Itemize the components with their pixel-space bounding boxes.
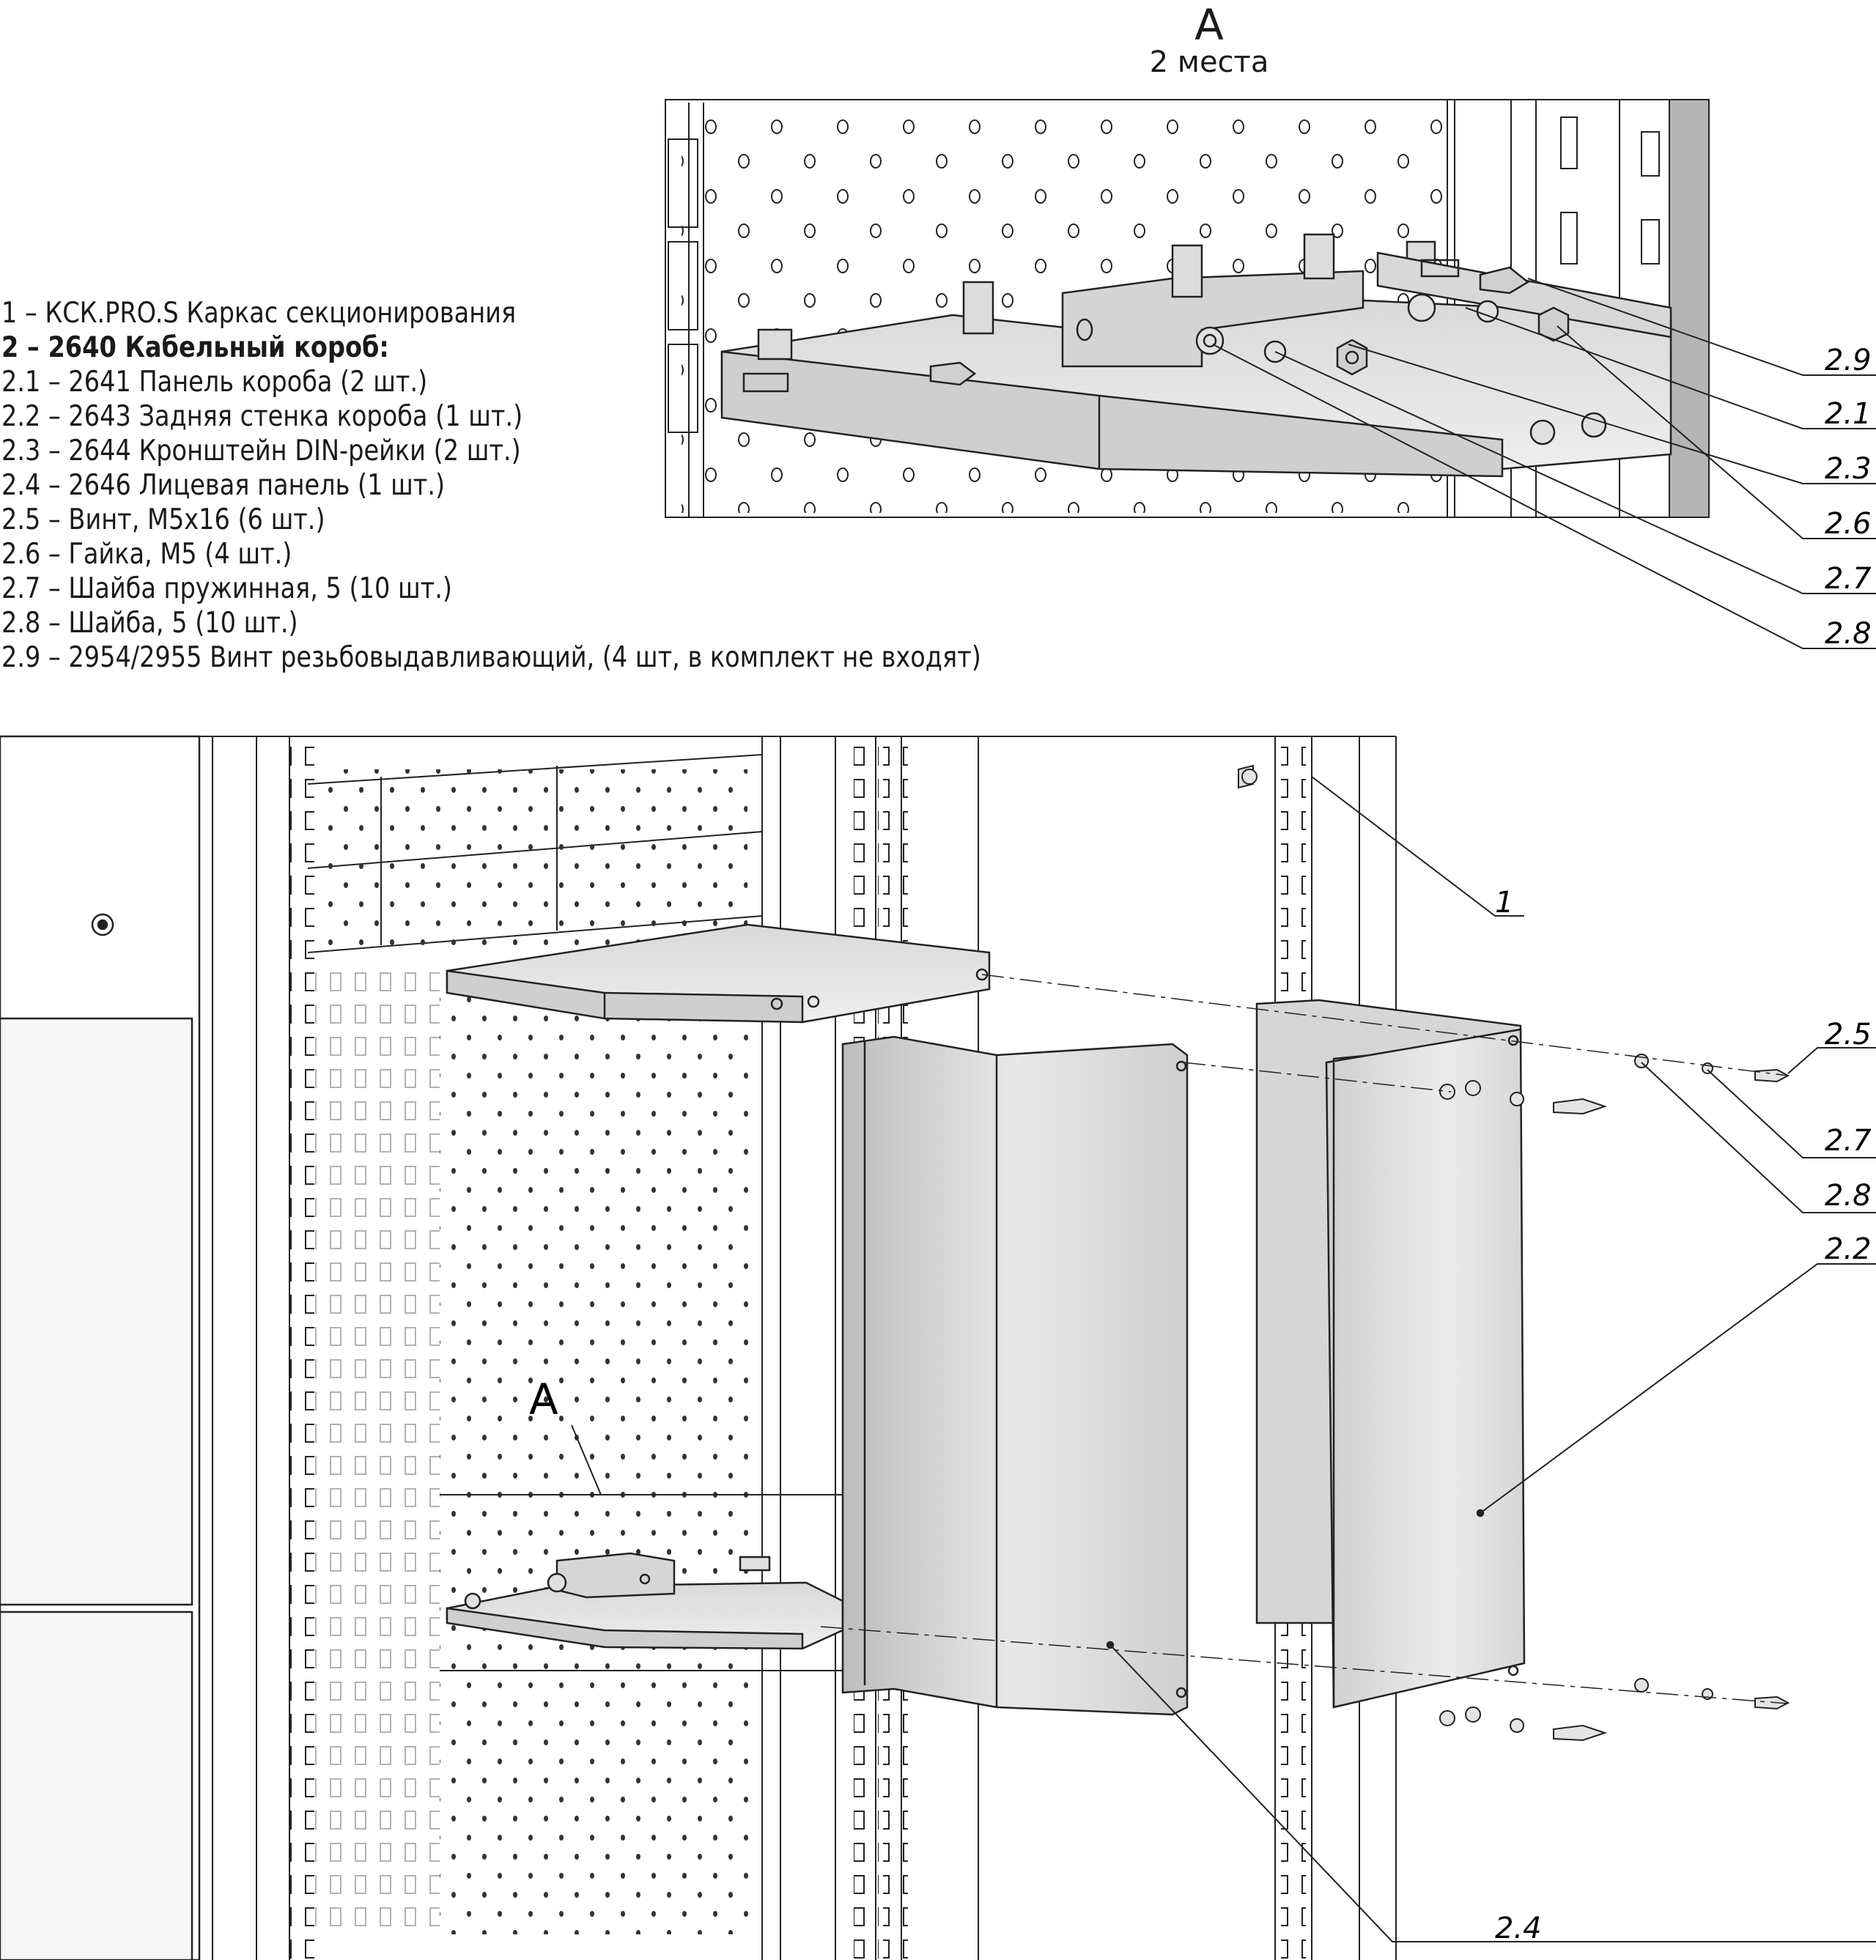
face-panel-2-4 bbox=[841, 1035, 1189, 1716]
legend-item-1: 1 – КСК.PRO.S Каркас секционирования bbox=[1, 297, 517, 330]
lower-shelf bbox=[446, 1552, 844, 1650]
detail-shelf bbox=[720, 233, 1672, 478]
cabinet-door bbox=[0, 735, 201, 1960]
callout-2-7-detail: 2.7 bbox=[1825, 562, 1872, 596]
callout-1: 1 bbox=[1495, 886, 1513, 920]
fasteners-lower bbox=[1241, 769, 1790, 1742]
callout-2-1: 2.1 bbox=[1825, 397, 1872, 431]
callout-2-4: 2.4 bbox=[1495, 1912, 1542, 1945]
legend-item-2-6: 2.6 – Гайка, M5 (4 шт.) bbox=[1, 538, 292, 571]
view-a-marker: A bbox=[529, 1375, 558, 1424]
callout-2-5: 2.5 bbox=[1825, 1018, 1872, 1051]
legend-item-2-5: 2.5 – Винт, M5x16 (6 шт.) bbox=[1, 503, 325, 536]
legend-item-2-1: 2.1 – 2641 Панель короба (2 шт.) bbox=[1, 366, 428, 399]
side-slot-band bbox=[315, 967, 440, 1934]
left-rails bbox=[212, 736, 314, 1960]
detail-view-letter: A bbox=[1158, 0, 1260, 50]
detail-left-rail bbox=[665, 103, 704, 517]
callout-2-8-main: 2.8 bbox=[1825, 1179, 1872, 1213]
callout-2-7-main: 2.7 bbox=[1825, 1124, 1872, 1158]
callout-2-6: 2.6 bbox=[1825, 507, 1872, 541]
detail-view-a bbox=[665, 99, 1876, 649]
legend-item-2-8: 2.8 – Шайба, 5 (10 шт.) bbox=[1, 607, 298, 640]
detail-leaders bbox=[1212, 278, 1876, 649]
parts-legend: 1 – КСК.PRO.S Каркас секционирования 2 –… bbox=[1, 296, 983, 675]
detail-subtitle-text: 2 места bbox=[1149, 45, 1269, 79]
main-leaders bbox=[1109, 776, 1876, 1942]
callout-2-8-detail: 2.8 bbox=[1825, 617, 1872, 651]
legend-item-2-3: 2.3 – 2644 Кронштейн DIN-рейки (2 шт.) bbox=[1, 434, 521, 467]
legend-item-2-2: 2.2 – 2643 Задняя стенка короба (1 шт.) bbox=[1, 400, 523, 433]
view-a-leader bbox=[571, 1424, 602, 1495]
callout-2-2: 2.2 bbox=[1825, 1232, 1872, 1266]
detail-letter-text: A bbox=[1194, 0, 1224, 50]
back-wall-2-2 bbox=[1255, 999, 1526, 1709]
callout-2-9: 2.9 bbox=[1825, 344, 1872, 377]
upper-shelf bbox=[446, 923, 991, 1024]
detail-view-subtitle: 2 места bbox=[1129, 45, 1290, 79]
assembly-axes bbox=[820, 974, 1789, 1704]
upper-panel-strips bbox=[307, 754, 763, 953]
legend-item-2-7: 2.7 – Шайба пружинная, 5 (10 шт.) bbox=[1, 572, 452, 605]
legend-item-2-4: 2.4 – 2646 Лицевая панель (1 шт.) bbox=[1, 469, 446, 502]
detail-side-wall bbox=[1669, 99, 1710, 518]
legend-item-2-9: 2.9 – 2954/2955 Винт резьбовыдавливающий… bbox=[1, 641, 981, 674]
callout-2-3: 2.3 bbox=[1825, 452, 1872, 486]
legend-item-2: 2 – 2640 Кабельный короб: bbox=[1, 331, 389, 364]
perforated-back-panel bbox=[440, 967, 755, 1934]
main-view bbox=[0, 735, 1876, 1960]
